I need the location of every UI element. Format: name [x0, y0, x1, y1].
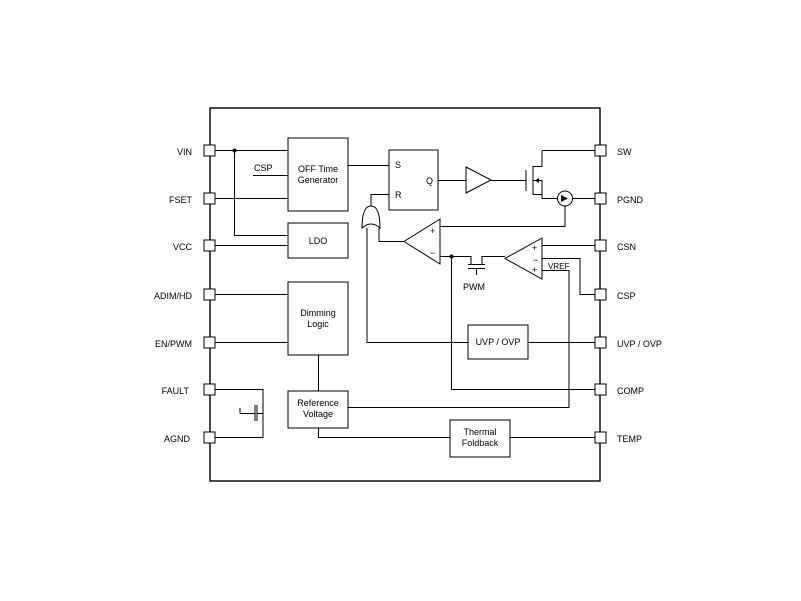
amplifier-plus-bottom: + — [532, 265, 537, 275]
vref-label: VREF — [548, 262, 569, 271]
pin-adim-hd: ADIM/HD — [154, 288, 216, 301]
pin-pgnd-label: PGND — [617, 195, 644, 205]
pin-uvp-ovp: UVP / OVP — [594, 336, 662, 349]
latch-r-label: R — [395, 190, 402, 200]
pin-vin: VIN — [177, 144, 216, 157]
current-sense-element — [557, 190, 573, 207]
pin-temp-label: TEMP — [617, 434, 642, 444]
pin-en-pwm: EN/PWM — [155, 336, 216, 349]
pin-fault: FAULT — [162, 383, 216, 396]
thermal-line1: Thermal — [463, 427, 496, 437]
ldo-block: LDO — [287, 222, 349, 259]
gate-driver-buffer — [465, 166, 493, 194]
off-time-line2: Generator — [298, 175, 339, 185]
pin-en-pwm-label: EN/PWM — [155, 339, 192, 349]
dimming-logic-block: Dimming Logic — [287, 281, 349, 356]
power-mosfet — [525, 150, 543, 199]
reference-line1: Reference — [297, 398, 339, 408]
pin-csp-label: CSP — [617, 291, 636, 301]
pin-pgnd: PGND — [594, 192, 644, 205]
pin-vin-label: VIN — [177, 147, 192, 157]
pin-vcc: VCC — [173, 239, 216, 252]
pin-vcc-label: VCC — [173, 242, 193, 252]
comparator-minus: − — [430, 248, 435, 258]
pin-fset: FSET — [169, 192, 216, 205]
pin-fset-label: FSET — [169, 195, 193, 205]
reference-voltage-block: Reference Voltage — [287, 390, 349, 429]
pin-csn: CSN — [594, 239, 636, 252]
off-time-line1: OFF Time — [298, 164, 338, 174]
pin-comp-label: COMP — [617, 386, 644, 396]
off-time-generator-block: OFF Time Generator CSP — [253, 137, 349, 212]
or-gate — [361, 205, 381, 230]
junction-dot-comp — [449, 254, 454, 259]
pin-csp: CSP — [594, 288, 636, 301]
thermal-line2: Foldback — [462, 438, 499, 448]
dimming-line2: Logic — [307, 319, 329, 329]
latch-s-label: S — [395, 160, 401, 170]
pin-agnd: AGND — [164, 431, 216, 444]
uvp-ovp-block: UVP / OVP — [467, 324, 529, 360]
pwm-comparator: + − — [403, 218, 441, 265]
sr-latch-block: S R Q — [388, 149, 439, 211]
pin-csn-label: CSN — [617, 242, 636, 252]
pin-temp: TEMP — [594, 431, 642, 444]
thermal-foldback-block: Thermal Foldback — [449, 419, 511, 458]
off-time-csp-label: CSP — [254, 163, 273, 173]
pin-uvp-ovp-label: UVP / OVP — [617, 339, 662, 349]
uvp-ovp-block-label: UVP / OVP — [476, 337, 521, 347]
pin-sw-label: SW — [617, 147, 632, 157]
wiring — [215, 150, 595, 438]
pin-agnd-label: AGND — [164, 434, 191, 444]
junction-dot-vin — [232, 148, 237, 153]
latch-q-label: Q — [426, 176, 433, 186]
error-amplifier: + − + VREF — [503, 237, 569, 280]
pin-fault-label: FAULT — [162, 386, 190, 396]
reference-line2: Voltage — [303, 409, 333, 419]
pwm-switch: PWM — [463, 256, 487, 292]
dimming-line1: Dimming — [300, 308, 336, 318]
comparator-plus: + — [430, 226, 435, 236]
amplifier-minus: − — [533, 255, 538, 265]
pwm-switch-label: PWM — [463, 282, 485, 292]
pin-sw: SW — [594, 144, 632, 157]
ldo-label: LDO — [309, 236, 328, 246]
pin-comp: COMP — [594, 383, 644, 396]
amplifier-plus-top: + — [532, 243, 537, 253]
pin-adim-hd-label: ADIM/HD — [154, 291, 193, 301]
